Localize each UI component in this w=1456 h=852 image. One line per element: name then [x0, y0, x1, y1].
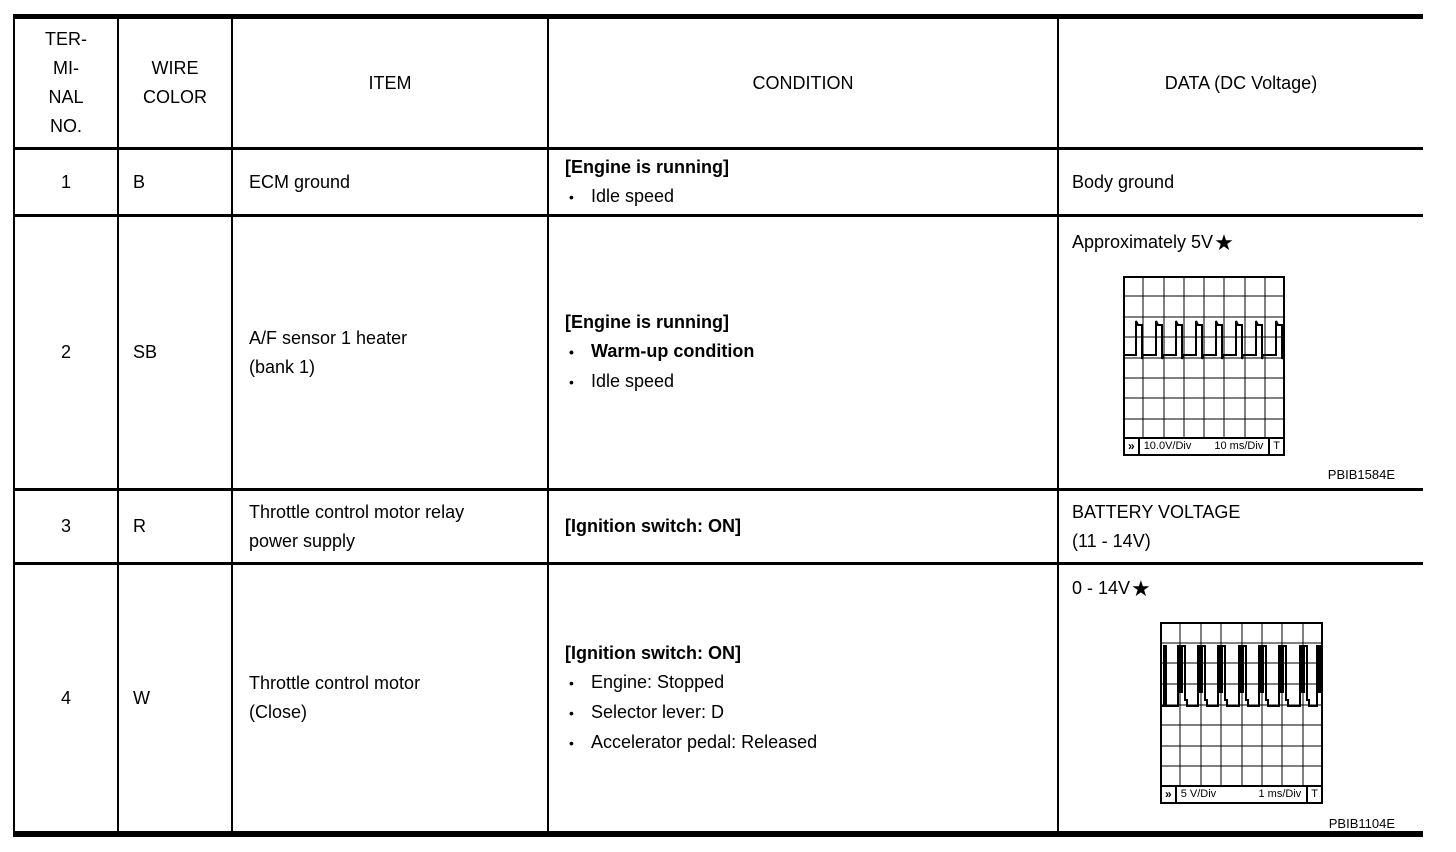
figure-id-caption: PBIB1104E: [1328, 816, 1395, 831]
cell-item: ECM ground: [232, 148, 549, 217]
pan-arrows-icon: »: [1162, 787, 1177, 802]
ecm-terminal-data-table: TER- MI- NAL NO. WIRE COLOR ITEM CONDITI…: [13, 14, 1423, 837]
pan-arrows-icon: »: [1125, 439, 1140, 454]
condition-bullet-item: • Engine: Stopped: [565, 668, 1056, 698]
figure-id-caption: PBIB1584E: [1327, 467, 1395, 482]
col-header-data: DATA (DC Voltage): [1058, 16, 1423, 150]
data-voltage-label: 0 - 14V★: [1072, 576, 1151, 601]
condition-bullet-text: Warm-up condition: [591, 341, 755, 361]
table-row-terminal-2: 2 SB A/F sensor 1 heater (bank 1) [Engin…: [14, 215, 1423, 491]
condition-bullet-text: Engine: Stopped: [591, 671, 725, 692]
bullet-icon: •: [569, 374, 574, 390]
cell-item: Throttle control motor (Close): [232, 563, 549, 834]
condition-state: [Ignition switch: ON]: [565, 516, 741, 536]
condition-bullet-item: • Idle speed: [565, 182, 1056, 212]
cell-data-value: Body ground: [1058, 148, 1423, 217]
cell-terminal-no: 2: [14, 215, 119, 491]
condition-bullet-item: • Selector lever: D: [565, 698, 1056, 728]
col-header-condition: CONDITION: [548, 16, 1059, 150]
cell-data-value: 0 - 14V★ » 5 V/Div 1 ms/Div T: [1058, 564, 1423, 835]
oscilloscope-figure: » 5 V/Div 1 ms/Div T: [1160, 622, 1323, 804]
cell-data-value: BATTERY VOLTAGE (11 - 14V): [1058, 489, 1423, 565]
cell-data-value: Approximately 5V★ » 10.0V/Div 10 ms/Div: [1058, 215, 1423, 491]
cell-wire-color: R: [118, 489, 233, 565]
cell-wire-color: SB: [118, 215, 233, 491]
bullet-icon: •: [569, 704, 574, 721]
cell-terminal-no: 3: [14, 489, 119, 565]
condition-bullet-item: • Warm-up condition: [565, 337, 1056, 367]
time-per-div-label: 1 ms/Div: [1258, 788, 1302, 800]
data-voltage-label: Approximately 5V★: [1072, 230, 1234, 255]
cell-wire-color: W: [118, 563, 233, 834]
bullet-icon: •: [569, 344, 574, 360]
oscilloscope-screen: [1160, 622, 1323, 787]
oscilloscope-screen: [1123, 276, 1285, 439]
time-per-div-label: 10 ms/Div: [1214, 440, 1264, 452]
bullet-icon: •: [569, 188, 574, 205]
col-header-item: ITEM: [232, 16, 549, 150]
condition-bullet-item: • Idle speed: [565, 367, 1056, 397]
condition-bullet-text: Accelerator pedal: Released: [591, 731, 818, 752]
cell-terminal-no: 4: [14, 563, 119, 834]
cell-item: Throttle control motor relay power suppl…: [232, 489, 549, 565]
cell-condition: [Engine is running] • Warm-up condition …: [548, 215, 1059, 491]
condition-bullet-text: Idle speed: [591, 371, 675, 391]
table-row-terminal-1: 1 B ECM ground [Engine is running] • Idl…: [14, 148, 1423, 217]
waveform-trace: [1160, 645, 1323, 707]
cell-item: A/F sensor 1 heater (bank 1): [232, 215, 549, 491]
condition-bullet-text: Idle speed: [591, 185, 675, 206]
bullet-icon: •: [569, 674, 574, 691]
volts-per-div-label: 10.0V/Div: [1143, 440, 1192, 452]
trigger-indicator: T: [1306, 787, 1321, 802]
table-row-terminal-3: 3 R Throttle control motor relay power s…: [14, 489, 1423, 565]
oscilloscope-scale-bar: » 10.0V/Div 10 ms/Div T: [1123, 439, 1285, 456]
table-row-terminal-4: 4 W Throttle control motor (Close) [Igni…: [14, 563, 1423, 835]
oscilloscope-scale-bar: » 5 V/Div 1 ms/Div T: [1160, 787, 1323, 804]
condition-bullet-item: • Accelerator pedal: Released: [565, 728, 1056, 758]
condition-state: [Engine is running]: [565, 312, 729, 332]
cell-wire-color: B: [118, 148, 233, 217]
trigger-indicator: T: [1268, 439, 1283, 454]
table-header-row: TER- MI- NAL NO. WIRE COLOR ITEM CONDITI…: [14, 16, 1423, 150]
cell-condition: [Engine is running] • Idle speed: [548, 148, 1059, 217]
cell-condition: [Ignition switch: ON]: [548, 489, 1059, 565]
star-icon: ★: [1131, 576, 1151, 601]
condition-bullet-text: Selector lever: D: [591, 701, 725, 722]
volts-per-div-label: 5 V/Div: [1180, 788, 1217, 800]
waveform-trace: [1123, 320, 1285, 360]
cell-terminal-no: 1: [14, 148, 119, 217]
condition-state: [Engine is running]: [565, 156, 729, 177]
cell-condition: [Ignition switch: ON] • Engine: Stopped …: [548, 563, 1059, 834]
oscilloscope-figure: » 10.0V/Div 10 ms/Div T: [1123, 276, 1285, 456]
bullet-icon: •: [569, 734, 574, 751]
condition-state: [Ignition switch: ON]: [565, 642, 741, 663]
star-icon: ★: [1214, 230, 1234, 255]
col-header-terminal-no: TER- MI- NAL NO.: [14, 16, 119, 150]
col-header-wire-color: WIRE COLOR: [118, 16, 233, 150]
